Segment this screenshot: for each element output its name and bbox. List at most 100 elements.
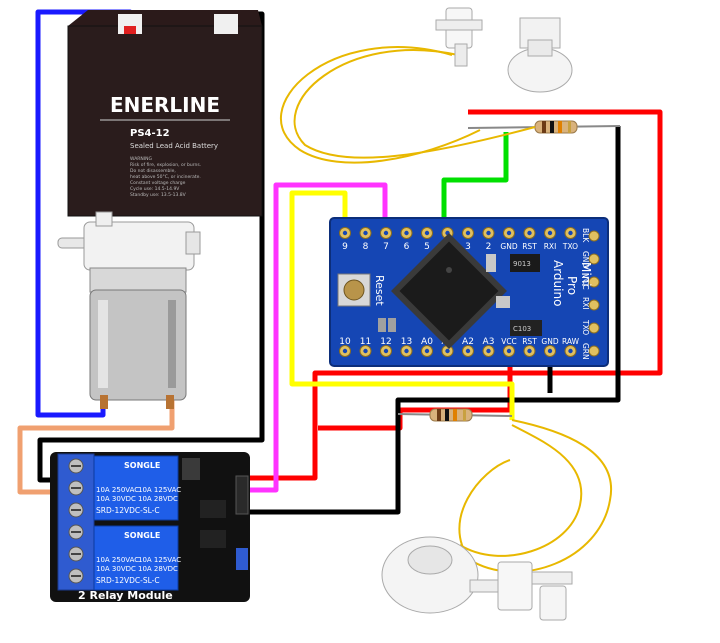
bottom-pin-row: 10111213A0A1A2A3VCCRSTGNDRAW — [339, 337, 580, 357]
pin-hole-center — [486, 348, 491, 354]
pin-hole — [588, 276, 600, 288]
magenta-wire — [250, 182, 388, 493]
pin-label: 3 — [465, 242, 471, 252]
pin-label: VCC — [581, 274, 590, 290]
pin-label: TXO — [581, 319, 590, 335]
pin-label: 13 — [401, 337, 412, 347]
svg-text:Arduino: Arduino — [551, 260, 565, 306]
svg-text:10A 28VDC: 10A 28VDC — [138, 565, 178, 573]
pin-hole-center — [445, 348, 450, 354]
pin-label: 10 — [339, 337, 351, 347]
pin-hole — [588, 322, 600, 334]
svg-text:9013: 9013 — [513, 260, 531, 268]
orange-wire — [17, 395, 175, 495]
svg-text:Pro: Pro — [565, 276, 579, 295]
svg-text:10A 250VAC: 10A 250VAC — [96, 556, 139, 564]
pin-hole-center — [568, 348, 573, 354]
pin-hole-center — [527, 230, 532, 236]
pin-label: TXO — [562, 242, 578, 251]
pin-label: A0 — [421, 337, 433, 347]
pin-label: A2 — [462, 337, 474, 347]
pin-hole-center — [363, 230, 368, 236]
pin-label: 6 — [404, 242, 410, 252]
battery-model: PS4-12 — [130, 128, 170, 139]
pin-hole-center — [404, 348, 409, 354]
svg-text:Constant voltage charge: Constant voltage charge — [130, 180, 186, 186]
pin-label: RST — [522, 337, 537, 346]
pin-hole-center — [342, 348, 348, 354]
svg-text:Standby use: 13.5-13.8V: Standby use: 13.5-13.8V — [130, 192, 187, 198]
svg-text:10A 125VAC: 10A 125VAC — [138, 486, 181, 494]
pin-hole-center — [547, 230, 553, 236]
svg-text:10A 30VDC: 10A 30VDC — [96, 495, 136, 503]
pin-label: BLK — [581, 228, 590, 243]
green-wire — [441, 132, 509, 232]
relay-1: SONGLE 10A 250VAC 10A 30VDC 10A 125VAC 1… — [93, 455, 181, 521]
pin-hole-center — [465, 348, 471, 354]
pin-hole-center — [547, 348, 553, 354]
reset-button: Reset — [337, 273, 386, 307]
pin-label: 8 — [363, 242, 369, 252]
svg-text:C103: C103 — [513, 325, 531, 333]
pin-hole-center — [527, 348, 532, 354]
svg-text:Mini: Mini — [579, 262, 593, 287]
pin-hole-center — [342, 230, 348, 236]
pin-hole — [588, 345, 600, 357]
pin-hole-center — [486, 230, 491, 236]
svg-text:10A 250VAC: 10A 250VAC — [96, 486, 139, 494]
red-wire — [250, 109, 663, 481]
arduino-board-icon: 98765432GNDRSTRXITXO 10111213A0A1A2A3VCC… — [329, 217, 609, 367]
pin-label: RXI — [581, 297, 590, 310]
pin-hole-center — [465, 230, 471, 236]
pin-hole-center — [404, 230, 409, 236]
pin-hole-center — [568, 230, 573, 236]
pin-hole — [588, 230, 600, 242]
pin-hole-center — [424, 230, 430, 236]
battery-type: Sealed Lead Acid Battery — [130, 142, 218, 150]
yellow-wire — [289, 190, 515, 420]
microcontroller-chip — [391, 233, 507, 349]
pin-hole-center — [506, 348, 512, 354]
pin-label: VCC — [501, 337, 517, 346]
pin-label: 12 — [380, 337, 391, 347]
svg-text:SONGLE: SONGLE — [124, 531, 160, 540]
board-name: Arduino Pro Mini — [551, 260, 593, 306]
pin-hole — [588, 299, 600, 311]
pin-hole-center — [383, 230, 389, 236]
pin-label: GND — [541, 337, 558, 346]
right-pin-column: BLK GND VCC RXI TXO GRN — [581, 228, 600, 360]
pin-hole-center — [363, 348, 368, 354]
pin-label: GND — [581, 251, 590, 268]
small-components: 9013 C103 — [378, 254, 542, 336]
svg-text:heat above 50°C, or incinerate: heat above 50°C, or incinerate. — [130, 174, 201, 180]
svg-text:Do not disassemble,: Do not disassemble, — [130, 168, 176, 174]
pin-hole — [588, 253, 600, 265]
top-pin-row: 98765432GNDRSTRXITXO — [339, 227, 578, 252]
svg-text:10A 30VDC: 10A 30VDC — [96, 565, 136, 573]
pin-hole-center — [424, 348, 430, 354]
battery-brand: ENERLINE — [110, 93, 220, 117]
pin-label: GRN — [581, 343, 590, 360]
pin-label: 5 — [424, 242, 430, 252]
pin-label: RAW — [562, 337, 580, 346]
pin-label: GND — [500, 242, 517, 251]
pin-label: 9 — [342, 242, 348, 252]
relay-module-icon: SONGLE 10A 250VAC 10A 30VDC 10A 125VAC 1… — [50, 452, 250, 602]
pump-icon — [57, 211, 201, 409]
resistor-icon — [467, 120, 621, 134]
svg-text:SONGLE: SONGLE — [124, 461, 160, 470]
svg-text:SRD-12VDC-SL-C: SRD-12VDC-SL-C — [96, 506, 160, 515]
svg-text:Risk of fire, explosion, or bu: Risk of fire, explosion, or burns. — [130, 162, 201, 168]
pin-hole-center — [506, 230, 512, 236]
pin-label: A3 — [483, 337, 495, 347]
terminal-screws — [68, 458, 84, 584]
battery-warning: WARNING Risk of fire, explosion, or burn… — [130, 156, 201, 198]
svg-text:WARNING: WARNING — [130, 156, 152, 162]
pin-label: RXI — [544, 242, 557, 251]
pin-label: 11 — [360, 337, 371, 347]
svg-text:10A 125VAC: 10A 125VAC — [138, 556, 181, 564]
resistor-icon — [397, 408, 513, 422]
black-wire-gnd — [250, 126, 621, 515]
